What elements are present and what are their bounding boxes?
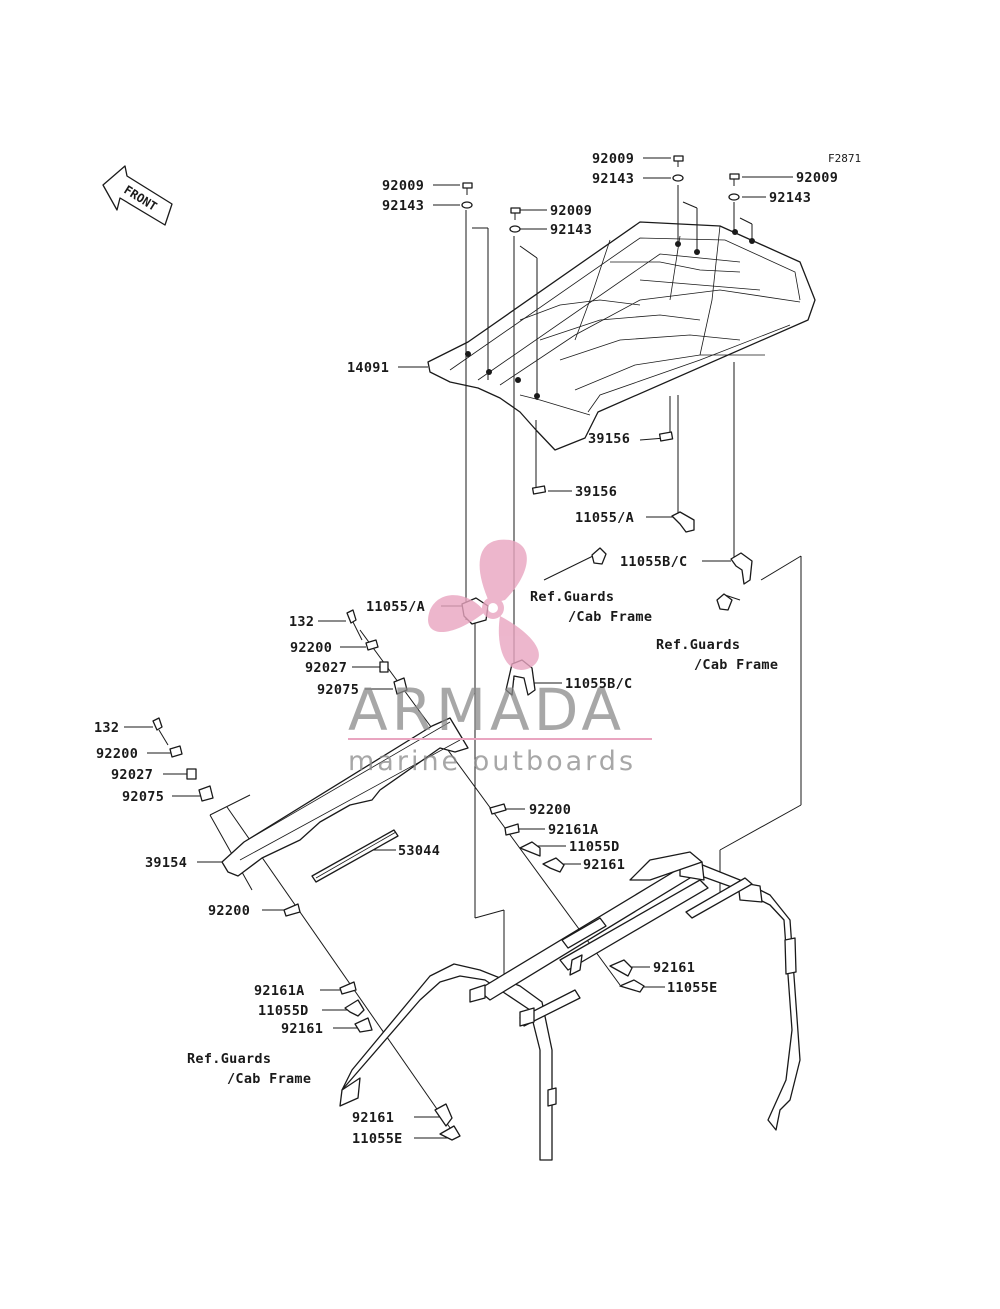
label-11055-a: 11055/A [575,510,634,526]
small-parts [152,431,753,1141]
label-92200: 92200 [529,802,571,818]
label-92161: 92161 [653,960,695,976]
label-11055-bc: 11055B/C [620,554,687,570]
label-39154: 39154 [145,855,187,871]
label-11055-a: 11055/A [366,599,425,615]
label-92009: 92009 [796,170,838,186]
label-92143: 92143 [550,222,592,238]
label-92161: 92161 [583,857,625,873]
label-11055d: 11055D [258,1003,309,1019]
label-92027: 92027 [111,767,153,783]
cab-frame [339,851,801,1161]
label-92027: 92027 [305,660,347,676]
watermark-brand: ARMADA [348,676,625,744]
label-11055e: 11055E [667,980,718,996]
label-92075: 92075 [317,682,359,698]
label-11055d: 11055D [569,839,620,855]
bolts-washers-top [461,155,740,233]
label-92143: 92143 [592,171,634,187]
label-92161a: 92161A [254,983,305,999]
label-92143: 92143 [382,198,424,214]
label-11055e: 11055E [352,1131,403,1147]
watermark-tagline: marine outboards [348,746,636,777]
label-92200: 92200 [290,640,332,656]
label-92009: 92009 [592,151,634,167]
label-92200: 92200 [96,746,138,762]
part-labels: 92009 92143 92009 92143 92009 92143 9200… [94,151,838,1147]
figure-code: F2871 [828,152,861,165]
propeller-logo-icon [428,539,539,670]
label-92075: 92075 [122,789,164,805]
label-92161a: 92161A [548,822,599,838]
ref-cab-frame-label: /Cab Frame [694,657,778,673]
label-92200: 92200 [208,903,250,919]
label-132: 132 [289,614,314,630]
label-39156: 39156 [588,431,630,447]
label-92161: 92161 [281,1021,323,1037]
label-11055-bc: 11055B/C [565,676,632,692]
label-92161: 92161 [352,1110,394,1126]
ref-guards-label: Ref.Guards [656,637,740,653]
label-14091: 14091 [347,360,389,376]
label-92009: 92009 [382,178,424,194]
ref-guards-label: Ref.Guards [187,1051,271,1067]
label-92009: 92009 [550,203,592,219]
ref-cab-frame-label: /Cab Frame [227,1071,311,1087]
label-92143: 92143 [769,190,811,206]
label-132: 132 [94,720,119,736]
front-arrow-icon: FRONT [102,165,173,226]
ref-cab-frame-label: /Cab Frame [568,609,652,625]
roof-14091 [427,221,816,451]
armada-watermark: ARMADA marine outboards [348,539,652,777]
label-39156: 39156 [575,484,617,500]
ref-guards-label: Ref.Guards [530,589,614,605]
rear-bar-39154 [221,717,469,883]
label-53044: 53044 [398,843,440,859]
